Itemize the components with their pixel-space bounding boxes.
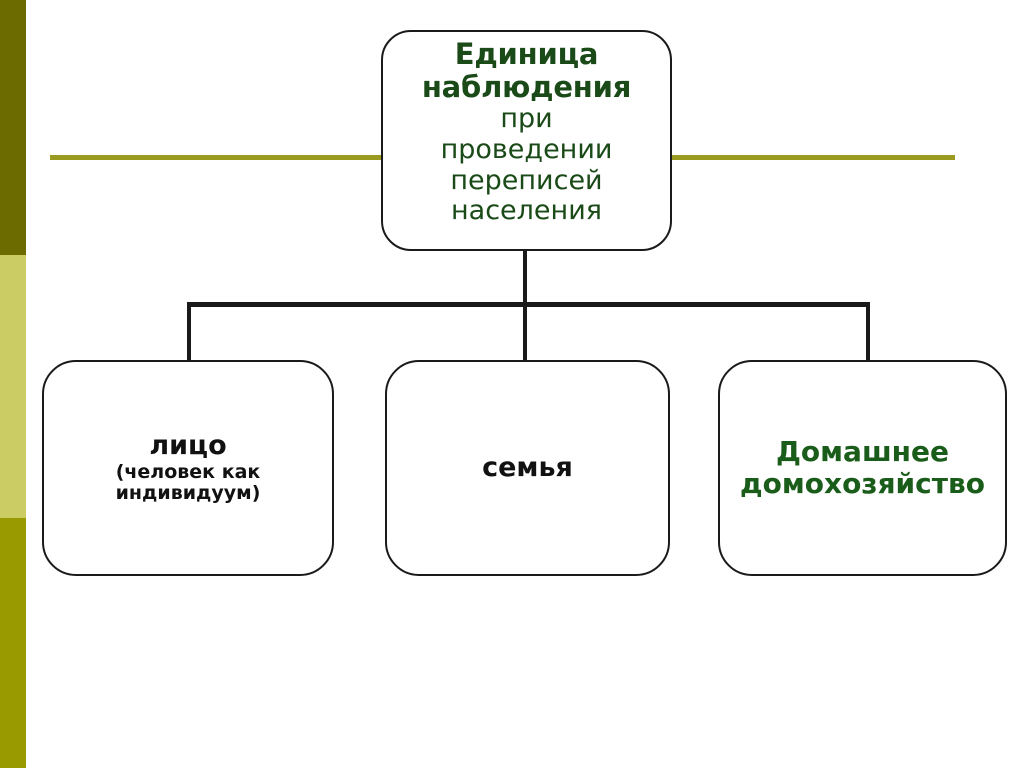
node-unit-of-observation[interactable]: Единица наблюдения при проведении перепи… xyxy=(381,30,672,251)
node-household[interactable]: Домашнее домохозяйство xyxy=(718,360,1007,576)
node-root-line-5: переписей xyxy=(450,164,603,196)
sidebar-band-dark-olive xyxy=(0,0,26,255)
connector-drop-right xyxy=(866,302,870,362)
connector-horizontal-bar xyxy=(187,302,870,307)
node-person-subtitle-line-2: индивидуум) xyxy=(115,482,261,505)
node-root-line-2: наблюдения xyxy=(421,70,632,105)
node-root-line-6: населения xyxy=(451,195,602,227)
connector-drop-center xyxy=(523,302,527,362)
node-root-line-1: Единица xyxy=(454,37,599,71)
node-person-subtitle-line-1: (человек как xyxy=(115,460,261,483)
connector-root-stem xyxy=(523,250,527,306)
node-household-line-2: домохозяйство xyxy=(740,467,985,500)
node-person-title: лицо xyxy=(149,429,227,461)
connector-drop-left xyxy=(187,302,191,362)
node-family[interactable]: семья xyxy=(385,360,670,576)
node-person[interactable]: лицо (человек как индивидуум) xyxy=(42,360,334,576)
node-family-title: семья xyxy=(482,451,573,483)
sidebar-band-mid-olive xyxy=(0,518,26,768)
node-household-line-1: Домашнее xyxy=(775,435,950,469)
sidebar-band-light-olive xyxy=(0,255,26,518)
node-root-line-3: при xyxy=(500,103,553,135)
node-root-line-4: проведении xyxy=(440,133,613,165)
